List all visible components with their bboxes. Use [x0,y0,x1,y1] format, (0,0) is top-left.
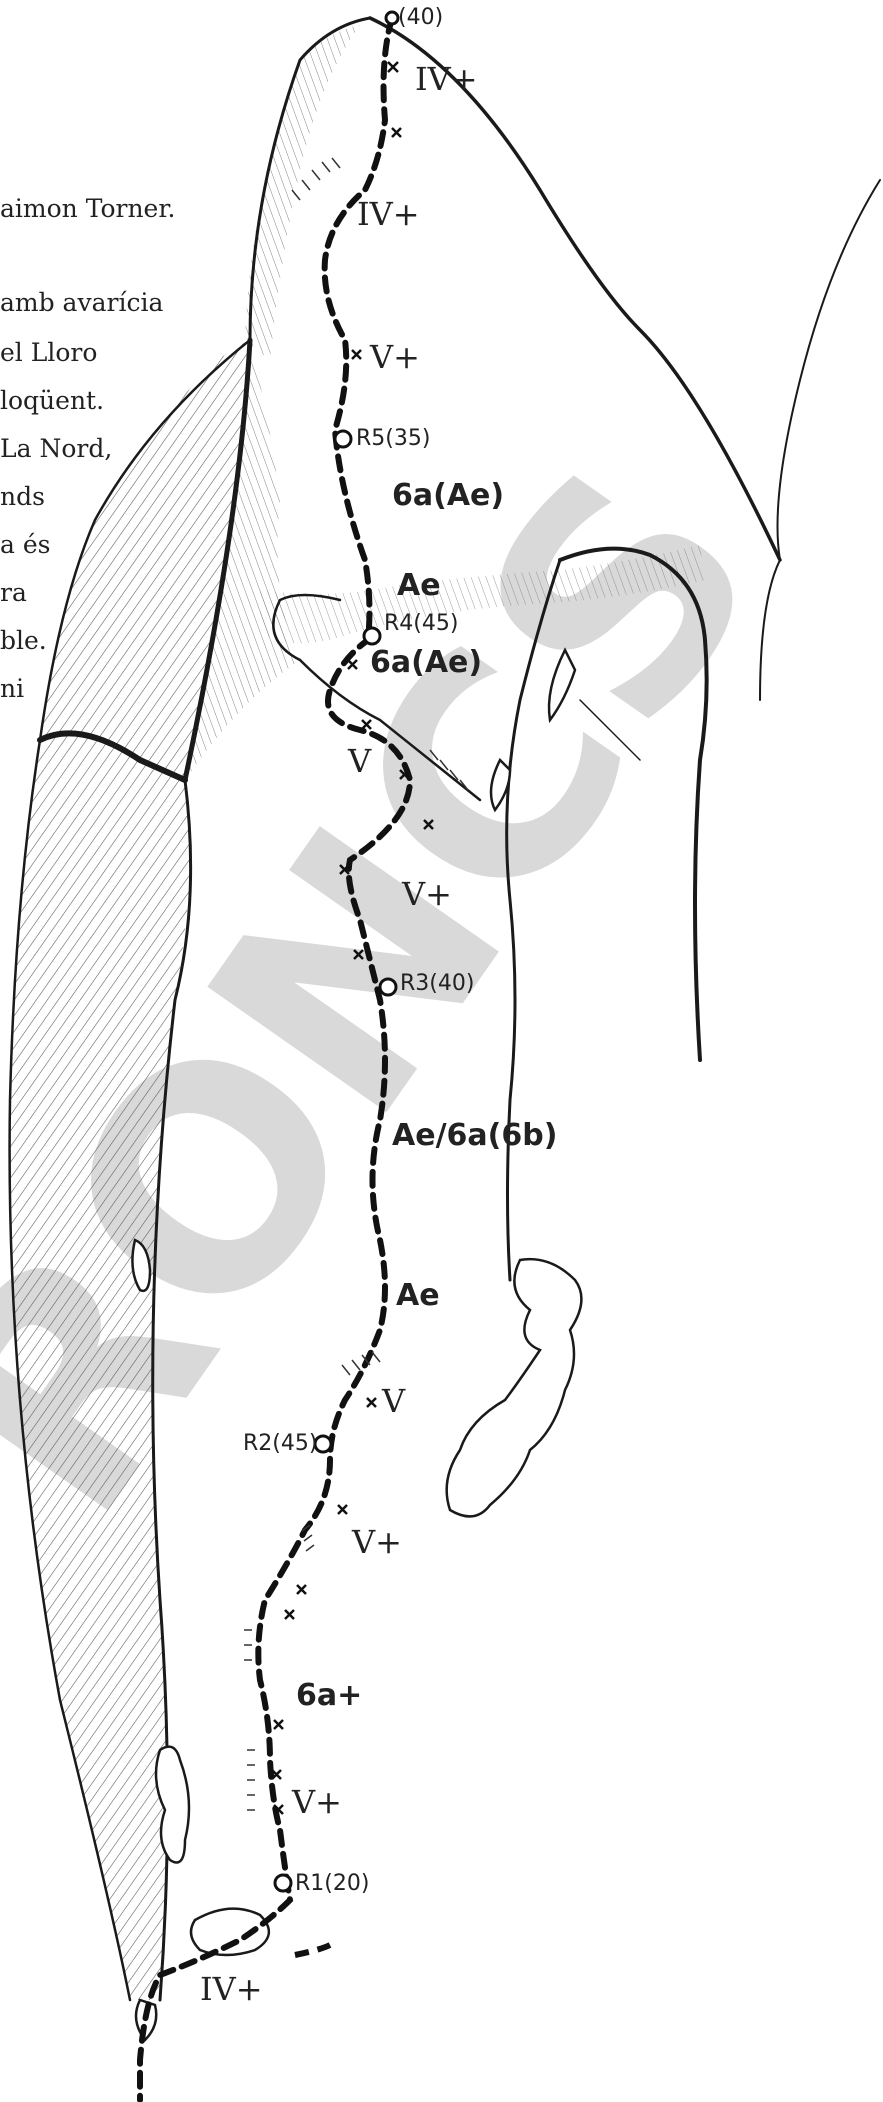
final-traverse [295,1945,330,1955]
grade-pitch5-lower: 6a(Ae) [370,645,482,680]
label-belay-r5: R5(35) [356,426,430,451]
text-line: a és [0,532,50,557]
grade-pitch6-upper: IV+ [415,60,478,98]
grade-pitch6-start: V+ [369,338,420,376]
text-line: loqüent. [0,388,104,413]
belay-top [386,12,398,24]
text-line: aimon Torner. [0,196,176,221]
grade-pitch4-upper: V [347,742,372,780]
grade-pitch3: Ae/6a(6b) [392,1118,557,1153]
grade-pitch1-lower: V+ [291,1783,342,1821]
bush-1 [447,1259,582,1516]
text-line: nds [0,484,45,509]
text-line: ni [0,676,24,701]
grade-pitch4-lower: V+ [401,875,452,913]
grade-pitch2-lower: V [381,1382,406,1420]
text-line: el Lloro [0,340,97,365]
grade-pitch1-upper: V+ [351,1523,402,1561]
grade-pitch6-lower: IV+ [357,195,420,233]
belay-r3 [380,979,396,995]
label-belay-r4: R4(45) [384,611,458,636]
label-belay-r3: R3(40) [400,971,474,996]
grade-pitch5-ae: Ae [397,568,441,603]
text-line: ra [0,580,27,605]
label-belay-r1: R1(20) [295,1871,369,1896]
grade-pitch2-ae: Ae [396,1278,440,1313]
text-line: amb avarícia [0,290,163,315]
text-line: La Nord, [0,436,112,461]
text-line: ble. [0,628,47,653]
grade-pitch1-mid: 6a+ [296,1678,362,1713]
upper-spire-shade [245,25,360,360]
grade-approach: IV+ [200,1970,263,2008]
label-belay-r2: R2(45) [243,1431,317,1456]
label-top-length: (40) [398,5,443,30]
grade-pitch5-upper: 6a(Ae) [392,478,504,513]
belay-r1 [275,1875,291,1891]
belay-r4 [364,628,380,644]
belay-r5 [335,431,351,447]
